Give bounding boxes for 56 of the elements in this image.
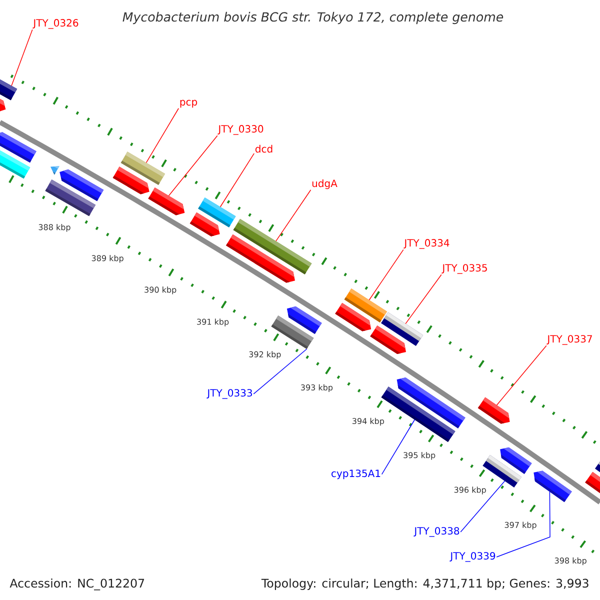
- pointed-gene-bar: [0, 98, 6, 112]
- footer-text: Topology: circular; Length: 4,371,711 bp; Genes: 3,993: [261, 578, 588, 590]
- leader-line: [220, 153, 254, 208]
- tick-label: 388 kbp: [38, 224, 70, 232]
- pointed-gene-bar: [478, 397, 510, 424]
- gene-bar: [594, 462, 600, 472]
- gene-label: JTY_0326: [32, 19, 78, 29]
- gene-label: pcp: [180, 100, 198, 108]
- pointed-gene-bar: [190, 212, 220, 236]
- gene-label: dcd: [255, 144, 272, 153]
- gene-label: JTY_0335: [442, 264, 487, 274]
- gene-label: JTY_0334: [404, 239, 450, 249]
- gene-label: JTY_0333: [206, 389, 252, 399]
- tick-label: 398 kbp: [554, 557, 586, 566]
- gene-label: cyp135A1: [332, 470, 380, 480]
- title: Mycobacterium bovis BCG str. Tokyo 172, complete genome: [122, 12, 504, 24]
- leader-line: [253, 348, 308, 394]
- tick-label: 395 kbp: [404, 452, 436, 460]
- pointed-gene-bar: [335, 302, 372, 332]
- leader-line: [381, 419, 416, 475]
- tick-label: 397 kbp: [504, 522, 536, 530]
- gene-bar: [380, 312, 424, 346]
- footer-text: Accession: NC_012207: [10, 578, 144, 590]
- gene-bar: [120, 152, 166, 185]
- pointed-gene-bar: [226, 234, 295, 283]
- tick-label: 393 kbp: [301, 384, 333, 392]
- gene-label: JTY_0337: [546, 335, 592, 345]
- pointed-gene-bar: [396, 378, 466, 428]
- tick-label: 394 kbp: [352, 418, 384, 426]
- leader-line: [146, 108, 179, 164]
- leader-line: [405, 274, 442, 324]
- gene-bar: [0, 79, 18, 100]
- leader-line: [496, 345, 547, 406]
- tick-label: 396 kbp: [454, 486, 486, 494]
- pointed-gene-bar: [286, 306, 322, 334]
- gene-bar: [45, 180, 96, 216]
- pointed-gene-bar: [500, 447, 532, 474]
- leader-line: [496, 491, 550, 558]
- tick-label: 391 kbp: [197, 318, 229, 326]
- gene-label: JTY_0330: [218, 125, 264, 135]
- leader-line: [460, 480, 506, 532]
- leader-line: [276, 190, 312, 242]
- gene-triangle: [50, 166, 60, 175]
- gene-label: JTY_0339: [450, 552, 496, 562]
- pointed-gene-bar: [148, 187, 185, 216]
- gene-bar: [0, 150, 30, 179]
- leader-line: [168, 135, 218, 196]
- leader-line: [11, 29, 33, 86]
- tick-label: 392 kbp: [249, 351, 281, 359]
- tick-label: 389 kbp: [92, 255, 124, 263]
- gene-label: JTY_0338: [414, 527, 460, 537]
- leader-line: [368, 249, 404, 300]
- tick-label: 390 kbp: [144, 286, 176, 294]
- gene-label: udgA: [312, 179, 338, 190]
- pointed-gene-bar: [585, 472, 600, 494]
- pointed-gene-bar: [534, 470, 572, 502]
